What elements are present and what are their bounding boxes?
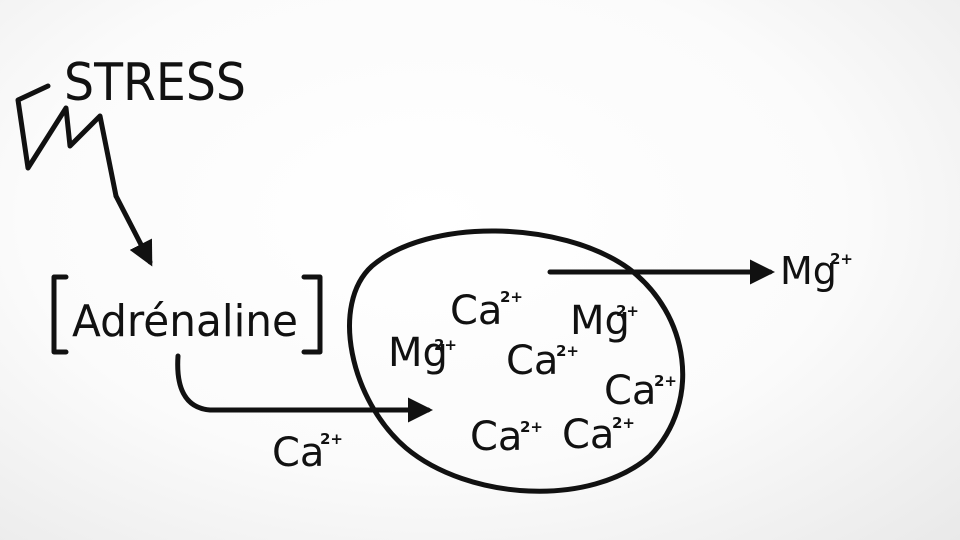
ion-ca-outside: Ca (272, 430, 324, 476)
stress-to-adrenaline-arrow (113, 193, 153, 267)
right-bracket-icon (301, 274, 323, 355)
left-bracket-icon (51, 274, 69, 355)
cell-outline (347, 228, 686, 494)
ion-mg-outside: Mg (780, 249, 837, 293)
charge-ca-outside: 2+ (320, 430, 343, 448)
stress-title: STRESS (64, 53, 246, 113)
charge-ca-5: 2+ (612, 414, 635, 432)
ion-ca-3: Ca (604, 368, 656, 414)
charge-mg-2: 2+ (434, 336, 457, 354)
ion-mg-1: Mg (570, 298, 630, 344)
ion-ca-2: Ca (506, 338, 558, 384)
charge-mg-1: 2+ (616, 302, 639, 320)
adrenaline-to-cell-arrow (175, 353, 433, 423)
charge-ca-1: 2+ (500, 288, 523, 306)
charge-mg-outside: 2+ (830, 250, 853, 268)
lightning-bolt-icon (15, 83, 119, 199)
charge-ca-4: 2+ (520, 418, 543, 436)
charge-ca-3: 2+ (654, 372, 677, 390)
charge-ca-2: 2+ (556, 342, 579, 360)
ion-mg-2: Mg (388, 330, 448, 376)
ion-ca-4: Ca (470, 414, 522, 460)
ion-ca-1: Ca (450, 288, 502, 334)
ion-ca-5: Ca (562, 412, 614, 458)
adrenaline-label: Adrénaline (72, 296, 298, 347)
